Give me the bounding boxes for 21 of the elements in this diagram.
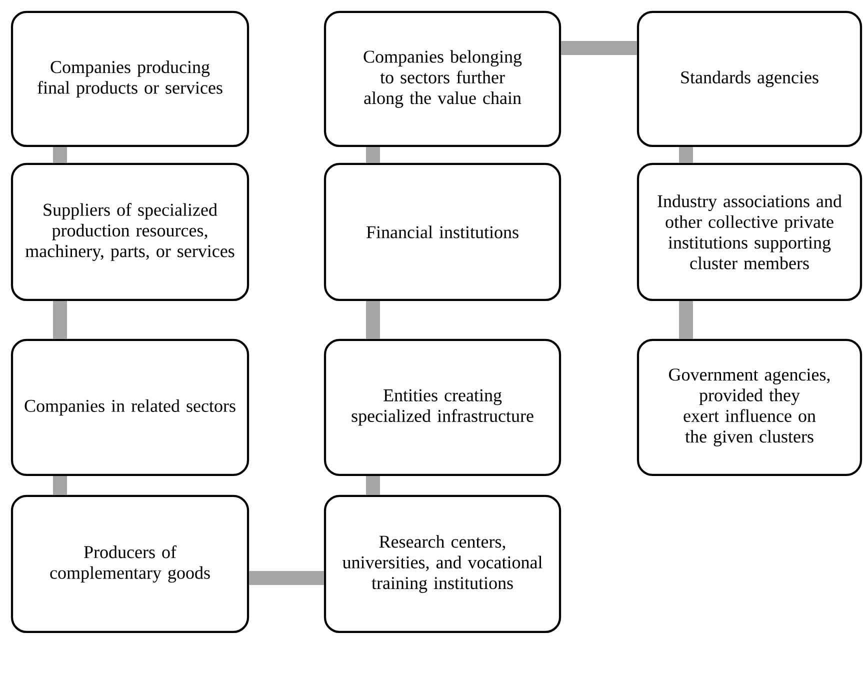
connector	[53, 301, 67, 339]
process-box: Entities creating specialized infrastructure	[324, 338, 562, 476]
connector	[366, 147, 380, 163]
process-box: Producers of complementary goods	[10, 494, 250, 634]
process-box: Companies in related sectors	[10, 338, 250, 476]
process-box: Companies producing final products or services	[10, 10, 250, 148]
connector	[561, 40, 637, 55]
connector	[53, 476, 67, 495]
connector	[679, 147, 693, 163]
process-box: Government agencies, provided they exert influence on the given clusters	[636, 338, 862, 476]
connector	[366, 476, 380, 495]
process-box: Industry associations and other collective private institutions supporting cluster members	[636, 162, 862, 302]
process-box: Standards agencies	[636, 10, 862, 148]
connector	[249, 570, 324, 585]
connector	[366, 301, 380, 339]
connector	[53, 147, 67, 163]
connector	[679, 301, 693, 339]
process-box: Financial institutions	[324, 162, 562, 302]
process-box: Suppliers of specialized production resources, machinery, parts, or services	[10, 162, 250, 302]
process-box: Companies belonging to sectors further along the value chain	[324, 10, 562, 148]
process-box: Research centers, universities, and vocational training institutions	[324, 494, 562, 634]
